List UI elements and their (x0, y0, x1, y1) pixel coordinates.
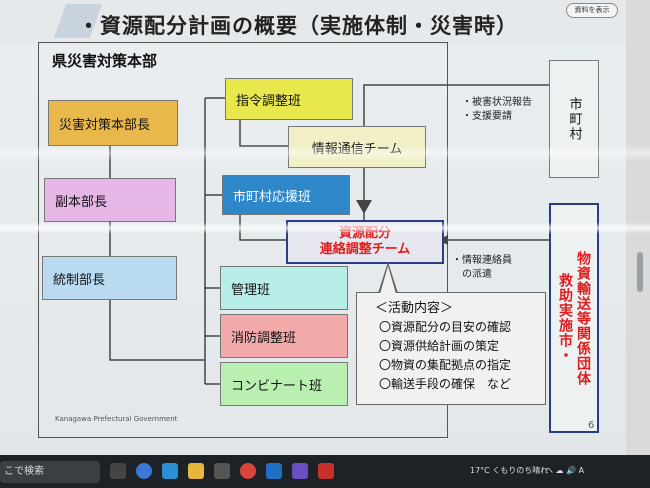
box-combinat-label: コンビナート班 (231, 378, 323, 394)
box-combinat: コンビナート班 (220, 362, 348, 406)
box-kyuen-col2: 物資輸送等関係団体 (575, 250, 591, 386)
box-joho: 情報通信チーム (288, 126, 426, 168)
city-report-line2: ・支援要請 (462, 111, 512, 122)
liaison-note: ・情報連絡員 の派遣 (452, 254, 512, 282)
mail-icon[interactable] (266, 463, 282, 479)
browser-icon[interactable] (162, 463, 178, 479)
hq-label: 県災害対策本部 (52, 52, 158, 70)
box-honbucho: 災害対策本部長 (48, 100, 178, 146)
box-shobo: 消防調整班 (220, 314, 348, 358)
city-report-note: ・被害状況報告 ・支援要請 (462, 96, 532, 124)
box-shirei: 指令調整班 (225, 78, 353, 120)
edge-icon[interactable] (136, 463, 152, 479)
app-icon[interactable] (292, 463, 308, 479)
system-tray[interactable]: ヘ ☁ 🔊 A (545, 466, 585, 475)
box-joho-label: 情報通信チーム (312, 138, 403, 157)
show-material-button[interactable]: 資料を表示 (566, 3, 618, 18)
credit-text: Kanagawa Prefectural Government (55, 415, 178, 423)
box-ouen: 市町村応援班 (222, 175, 350, 215)
box-kyuen: 救助実施市・ 物資輸送等関係団体 (549, 203, 599, 433)
folder-icon[interactable] (188, 463, 204, 479)
box-city: 市町村 (549, 60, 599, 178)
activity-header: ＜活動内容＞ (375, 301, 454, 316)
box-shobo-label: 消防調整班 (231, 330, 297, 346)
projected-slide: ・資源配分計画の概要（実施体制・災害時） 資料を表示 ✕ 県災害対策本部 災害対… (0, 0, 650, 455)
activity-item: 〇物資の集配拠点の指定 (379, 358, 512, 372)
liaison-line2: の派遣 (462, 269, 492, 280)
title-band (0, 0, 650, 46)
taskbar-search-input[interactable]: こで検索 (0, 461, 100, 483)
box-kanri: 管理班 (220, 266, 348, 310)
box-toseibucho: 統制部長 (42, 256, 177, 300)
box-ouen-label: 市町村応援班 (233, 189, 312, 205)
store-icon[interactable] (214, 463, 230, 479)
taskbar: こで検索 17°C くもりのち晴れ ヘ ☁ 🔊 A (0, 455, 650, 488)
screen-glare (0, 145, 650, 161)
task-view-icon[interactable] (110, 463, 126, 479)
activity-callout: ＜活動内容＞ 〇資源配分の目安の確認 〇資源供給計画の策定 〇物資の集配拠点の指… (356, 292, 546, 405)
scrollbar-thumb[interactable] (637, 252, 643, 292)
box-honbucho-label: 災害対策本部長 (59, 117, 151, 133)
callout-tail-fill (380, 266, 396, 294)
activity-list: 〇資源配分の目安の確認 〇資源供給計画の策定 〇物資の集配拠点の指定 〇輸送手段… (357, 316, 545, 394)
box-fukuhonbucho: 副本部長 (44, 178, 176, 222)
weather-widget[interactable]: 17°C くもりのち晴れ (470, 466, 549, 475)
pdf-icon[interactable] (318, 463, 334, 479)
box-kyuen-col1: 救助実施市・ (557, 273, 573, 363)
chrome-icon[interactable] (240, 463, 256, 479)
activity-item: 〇資源供給計画の策定 (379, 339, 500, 353)
box-fukuhonbucho-label: 副本部長 (55, 194, 108, 210)
city-report-line1: ・被害状況報告 (462, 97, 532, 108)
screen-glare (0, 222, 650, 234)
box-toseibucho-label: 統制部長 (53, 272, 106, 288)
slide-title: ・資源配分計画の概要（実施体制・災害時） (78, 14, 518, 38)
page-number: 6 (588, 420, 595, 431)
liaison-line1: ・情報連絡員 (452, 255, 512, 266)
activity-item: 〇資源配分の目安の確認 (379, 320, 512, 334)
box-shigen-line2: 連絡調整チーム (319, 242, 411, 257)
activity-item: 〇輸送手段の確保 など (379, 377, 512, 391)
box-shirei-label: 指令調整班 (236, 93, 302, 109)
box-kanri-label: 管理班 (231, 282, 271, 298)
box-city-label: 市町村 (566, 96, 582, 142)
